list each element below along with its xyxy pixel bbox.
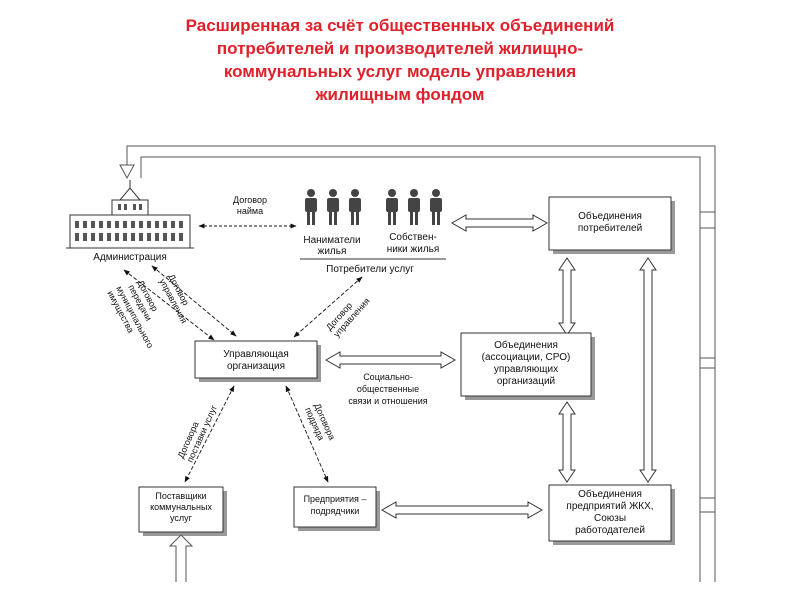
title-line-3: коммунальных услуг модель управления bbox=[223, 62, 577, 81]
consumers-to-associations-arrow bbox=[450, 214, 549, 232]
social-relations-label-1: Социально- bbox=[363, 372, 413, 382]
title-line-4: жилищным фондом bbox=[315, 85, 485, 104]
zkh-associations-label-4: работодателей bbox=[575, 524, 645, 536]
tenants-people-icon bbox=[305, 189, 361, 225]
title-line-1: Расширенная за счёт общественных объедин… bbox=[185, 16, 615, 35]
title-line-2: потребителей и производителей жилищно- bbox=[216, 39, 584, 58]
contractors-box bbox=[293, 486, 380, 531]
utility-suppliers-label-1: Поставщики bbox=[155, 491, 206, 501]
service-consumers-label: Потребители услуг bbox=[326, 263, 414, 275]
owners-label-2: ники жилья bbox=[387, 244, 440, 255]
contractors-to-zkh-arrow bbox=[380, 501, 544, 519]
lease-contract-label-1: Договор bbox=[233, 195, 267, 205]
tenants-label-2: жилья bbox=[318, 246, 347, 257]
suppliers-bottom-connector bbox=[168, 534, 194, 582]
property-transfer-arrow bbox=[123, 269, 215, 341]
zkh-associations-label-3: Союзы bbox=[594, 513, 626, 524]
management-associations-label-2: (ассоциации, СРО) bbox=[482, 352, 571, 363]
management-organization-label-1: Управляющая bbox=[223, 349, 288, 360]
management-associations-label-4: организаций bbox=[497, 376, 555, 387]
utility-suppliers-box bbox=[138, 486, 227, 536]
consumer-associations-label-2: потребителей bbox=[578, 222, 642, 234]
mgmt-assoc-to-zkh-assoc-arrow bbox=[558, 401, 576, 483]
utility-suppliers-label-3: услуг bbox=[170, 513, 193, 523]
consumer-assoc-to-zkh-assoc-arrow bbox=[639, 257, 657, 483]
social-relations-label-2: общественные bbox=[357, 384, 419, 394]
management-organization-box bbox=[194, 340, 321, 382]
contractor-contract-arrow bbox=[285, 385, 329, 483]
mgmt-org-to-associations-arrow bbox=[324, 351, 457, 369]
administration-building-icon bbox=[66, 180, 194, 249]
consumer-associations-label-1: Объединения bbox=[578, 210, 642, 222]
social-relations-label-3: связи и отношения bbox=[348, 396, 427, 406]
management-organization-label-2: организация bbox=[227, 361, 285, 372]
contractors-label-1: Предприятия – bbox=[304, 494, 367, 504]
consumer-assoc-to-mgmt-assoc-arrow bbox=[558, 257, 576, 336]
outer-frame bbox=[119, 145, 716, 582]
contractors-label-2: подрядчики bbox=[311, 506, 360, 516]
administration-label: Администрация bbox=[93, 252, 167, 263]
management-associations-box bbox=[460, 332, 595, 400]
tenants-label-1: Наниматели bbox=[303, 235, 360, 246]
admin-mgmt-contract-arrow bbox=[151, 265, 237, 337]
utility-suppliers-label-2: коммунальных bbox=[150, 502, 212, 512]
management-associations-label-1: Объединения bbox=[494, 339, 558, 351]
zkh-associations-box bbox=[548, 484, 675, 545]
owners-label-1: Собствен- bbox=[389, 231, 437, 243]
owners-people-icon bbox=[386, 189, 442, 225]
lease-contract-label-2: найма bbox=[237, 206, 263, 216]
consumer-associations-box bbox=[548, 196, 675, 254]
zkh-associations-label-2: предприятий ЖКХ, bbox=[566, 501, 653, 512]
zkh-associations-label-1: Объединения bbox=[578, 488, 642, 500]
consumers-mgmt-contract-arrow bbox=[293, 276, 363, 338]
management-associations-label-3: управляющих bbox=[494, 364, 558, 375]
page-title: Расширенная за счёт общественных объедин… bbox=[0, 14, 800, 106]
